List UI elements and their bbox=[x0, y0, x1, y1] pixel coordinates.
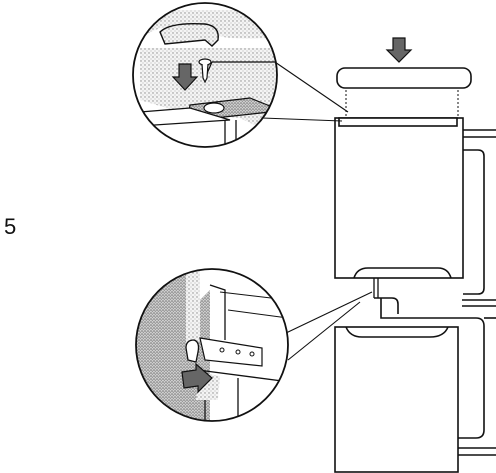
right-arrow-icon bbox=[181, 362, 213, 394]
down-arrow-icon bbox=[385, 37, 413, 63]
upper-door bbox=[334, 117, 464, 279]
down-arrow-icon bbox=[171, 63, 199, 91]
screw-icon bbox=[198, 58, 212, 84]
top-cover bbox=[336, 67, 472, 89]
lower-door bbox=[334, 326, 459, 473]
appliance bbox=[334, 67, 496, 473]
lower-detail bbox=[135, 268, 289, 422]
step-number: 5 bbox=[4, 214, 17, 239]
upper-detail bbox=[132, 2, 278, 148]
